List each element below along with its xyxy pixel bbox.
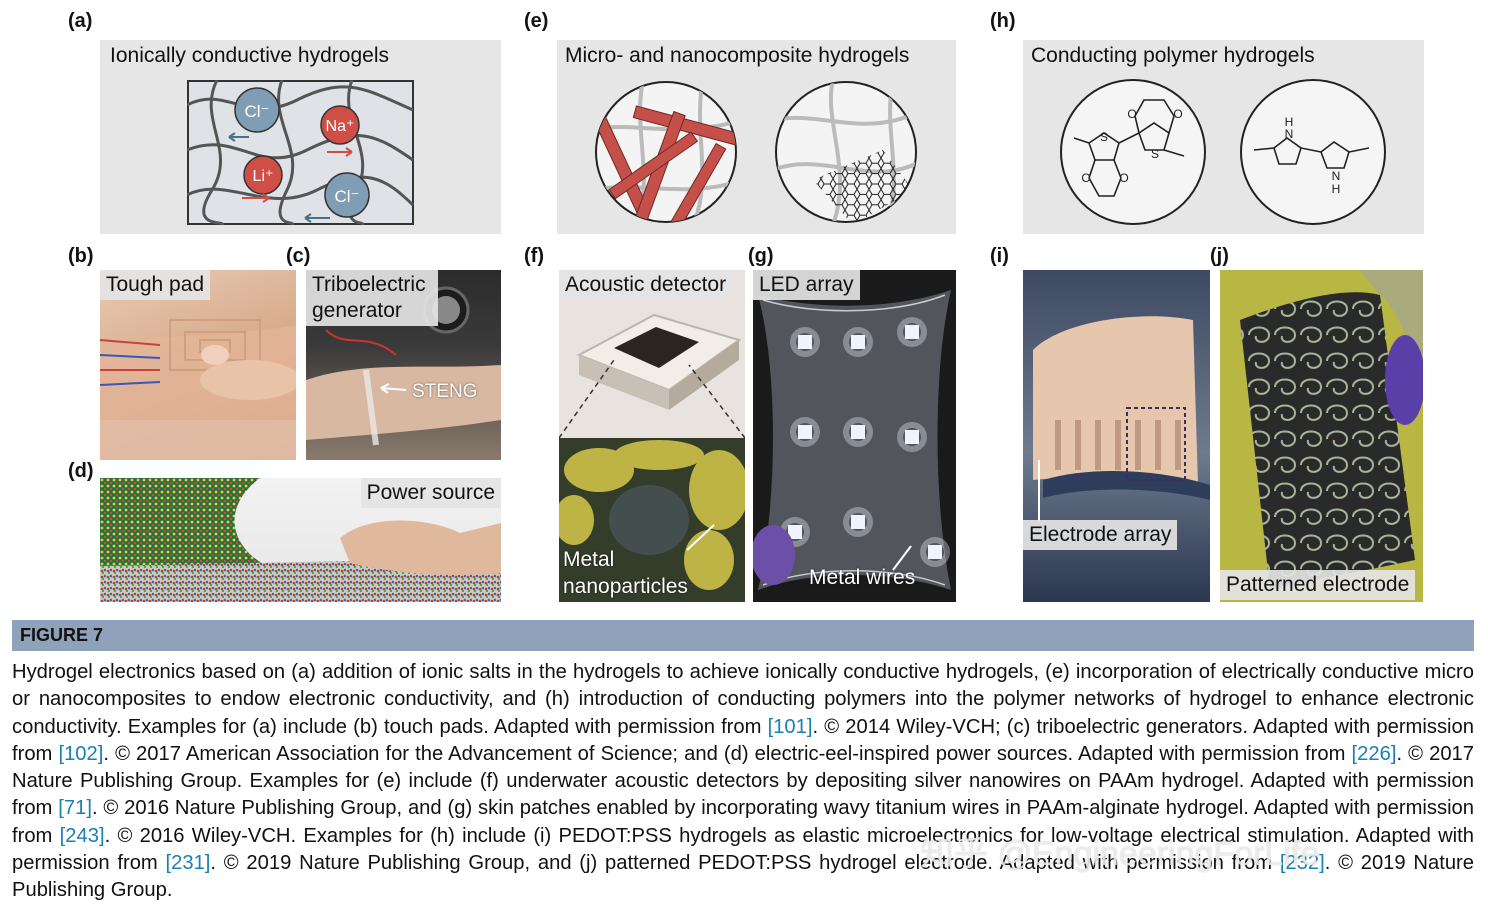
tag-led-array: LED array xyxy=(753,270,860,300)
panel-label-g: (g) xyxy=(748,245,774,267)
panel-label-d: (d) xyxy=(68,460,94,482)
panel-e-background: Micro- and nanocomposite hydrogels xyxy=(557,40,956,234)
graphene-composite-diagram xyxy=(775,81,917,223)
polypyrrole-structure-diagram: H N N H xyxy=(1240,79,1386,225)
citation-link[interactable]: [231] xyxy=(165,852,211,875)
photo-triboelectric-generator: STENG Triboelectric generator xyxy=(306,270,501,460)
caption-text: . © 2016 Nature Publishing Group, and (g… xyxy=(12,797,1475,847)
patterned-electrode-illustration xyxy=(1240,270,1423,590)
atom-s-right: S xyxy=(1151,147,1159,161)
panel-label-e: (e) xyxy=(524,10,549,32)
panel-label-j: (j) xyxy=(1210,245,1229,267)
tag-tough-pad: Tough pad xyxy=(100,270,211,300)
panel-label-f: (f) xyxy=(524,245,544,267)
tag-power-source: Power source xyxy=(360,478,501,508)
panel-label-c: (c) xyxy=(286,245,311,267)
atom-o-4: O xyxy=(1173,107,1182,121)
panel-e-title: Micro- and nanocomposite hydrogels xyxy=(565,44,910,67)
citation-link[interactable]: [243] xyxy=(59,824,105,847)
caption-text: . © 2017 Nature Publishing Group. Exampl… xyxy=(12,742,1475,820)
tag-acoustic-detector: Acoustic detector xyxy=(559,270,733,300)
atom-o-1: O xyxy=(1081,171,1090,185)
ion-li: Li⁺ xyxy=(253,168,274,185)
metal-nanoparticles-annotation: Metal nanoparticles xyxy=(563,548,688,598)
fiber-composite-diagram xyxy=(595,81,737,223)
panel-label-h: (h) xyxy=(990,10,1016,32)
photo-patterned-electrode: Patterned electrode xyxy=(1220,270,1423,602)
ion-na: Na⁺ xyxy=(326,118,355,135)
atom-s-left: S xyxy=(1100,130,1108,144)
panel-a-title: Ionically conductive hydrogels xyxy=(110,44,389,67)
panel-a-background: Ionically conductive hydrogels Cl⁻ Na⁺ L… xyxy=(100,40,501,234)
atom-n-top: N xyxy=(1285,127,1294,141)
citation-link[interactable]: [102] xyxy=(58,742,104,765)
tag-triboelectric-generator: Triboelectric generator xyxy=(306,270,438,326)
panel-label-i: (i) xyxy=(990,245,1009,267)
caption-text: . © 2014 Wiley-VCH; (c) triboelectric ge… xyxy=(12,715,1474,765)
figure-caption: Hydrogel electronics based on (a) additi… xyxy=(12,659,1474,905)
panel-h-title: Conducting polymer hydrogels xyxy=(1031,44,1315,67)
atom-h-bottom: H xyxy=(1332,182,1341,196)
citation-link[interactable]: [101] xyxy=(767,715,813,738)
tag-patterned-electrode: Patterned electrode xyxy=(1220,570,1416,600)
panel-h-background: Conducting polymer hydrogels S S O O O O… xyxy=(1023,40,1424,234)
watermark: 知乎 @EngineeringForLife xyxy=(920,835,1320,873)
panel-label-b: (b) xyxy=(68,245,94,267)
atom-n-bottom: N xyxy=(1332,169,1341,183)
ion-cl-top: Cl⁻ xyxy=(244,102,269,121)
atom-o-3: O xyxy=(1127,107,1136,121)
ion-cl-bottom: Cl⁻ xyxy=(334,187,359,206)
caption-text: . © 2017 American Association for the Ad… xyxy=(103,742,1352,765)
photo-led-array: LED array Metal wires xyxy=(753,270,956,602)
photo-electrode-array: Electrode array xyxy=(1023,270,1210,602)
steng-annotation: STENG xyxy=(412,381,478,402)
power-source-illustration xyxy=(100,478,501,602)
figure-heading: FIGURE 7 xyxy=(20,625,104,645)
figure-heading-bar: FIGURE 7 xyxy=(12,620,1474,651)
photo-tough-pad: Tough pad xyxy=(100,270,296,460)
touch-pad-illustration xyxy=(100,319,296,460)
caption-text: Hydrogel electronics based on (a) additi… xyxy=(12,661,1474,738)
citation-link[interactable]: [226] xyxy=(1351,742,1397,765)
photo-acoustic-detector: Acoustic detector Metal nanoparticles xyxy=(559,270,745,602)
caption-text: . © 2019 Nature Publishing Group. xyxy=(12,852,1474,902)
caption-text: . © 2019 Nature Publishing Group, and (j… xyxy=(210,852,1280,875)
caption-text: . © 2016 Wiley-VCH. Examples for (h) inc… xyxy=(12,824,1474,875)
atom-h-top: H xyxy=(1285,115,1294,129)
pedot-structure-diagram: S S O O O O xyxy=(1060,79,1206,225)
ionic-network-diagram: Cl⁻ Na⁺ Li⁺ Cl⁻ xyxy=(187,80,414,225)
led-array-illustration xyxy=(753,290,951,590)
photo-power-source: Power source xyxy=(100,478,501,602)
atom-o-2: O xyxy=(1119,171,1128,185)
electrode-array-illustration xyxy=(1033,316,1210,522)
citation-link[interactable]: [71] xyxy=(58,797,92,820)
panel-label-a: (a) xyxy=(68,10,93,32)
metal-wires-annotation: Metal wires xyxy=(809,566,916,589)
citation-link[interactable]: [232] xyxy=(1279,852,1325,875)
tag-electrode-array: Electrode array xyxy=(1023,520,1178,550)
